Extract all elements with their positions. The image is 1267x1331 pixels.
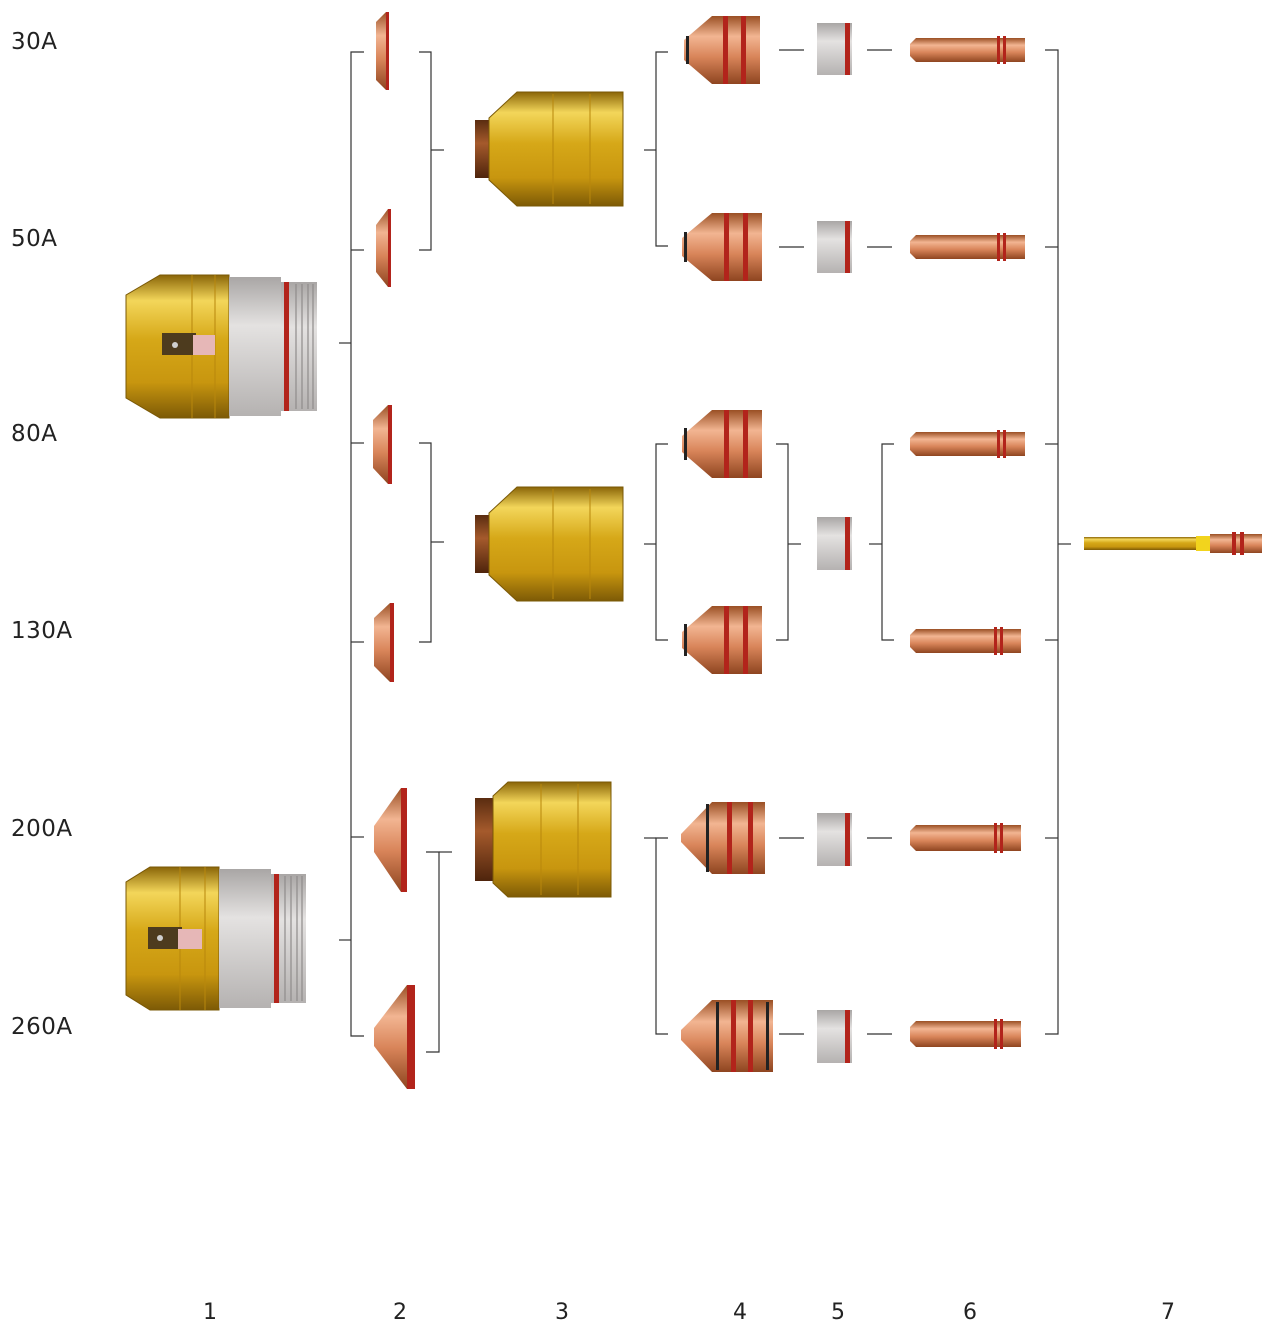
column-label-2: 2 — [393, 1300, 407, 1325]
amperage-label-260a: 260A — [11, 1014, 73, 1040]
swirl-ring-200a — [817, 813, 852, 866]
shield-260a — [374, 985, 415, 1089]
water-tube — [1084, 532, 1262, 555]
electrode-130a — [910, 627, 1021, 655]
swirl-ring-260a — [817, 1010, 852, 1063]
swirl-ring-80a-130a — [817, 517, 852, 570]
shield-50a — [376, 209, 391, 287]
nozzle-130a — [682, 606, 762, 674]
column-label-6: 6 — [963, 1300, 977, 1325]
nozzle-80a — [682, 410, 762, 478]
electrode-30a — [910, 36, 1025, 64]
inner-retaining-cap-lower — [475, 781, 612, 898]
nozzle-200a — [681, 802, 765, 874]
column-label-7: 7 — [1161, 1300, 1175, 1325]
amperage-label-130a: 130A — [11, 618, 73, 644]
inner-retaining-cap-upper — [475, 91, 624, 207]
shield-30a — [376, 12, 389, 90]
amperage-label-50a: 50A — [11, 226, 58, 252]
electrode-200a — [910, 823, 1021, 853]
column-label-4: 4 — [733, 1300, 747, 1325]
nozzle-30a — [684, 16, 760, 84]
amperage-label-30a: 30A — [11, 29, 58, 55]
shield-80a — [373, 405, 392, 484]
column-label-3: 3 — [555, 1300, 569, 1325]
shield-130a — [374, 603, 394, 682]
inner-retaining-cap-middle — [475, 486, 624, 602]
swirl-ring-30a — [817, 23, 852, 75]
swirl-ring-50a — [817, 221, 852, 273]
connector-lines — [339, 49, 1071, 1053]
amperage-label-80a: 80A — [11, 421, 58, 447]
nozzle-50a — [682, 213, 762, 281]
shield-200a — [374, 788, 407, 892]
retaining-cap-lower — [125, 866, 306, 1011]
amperage-label-200a: 200A — [11, 816, 73, 842]
column-label-1: 1 — [203, 1300, 217, 1325]
electrode-80a — [910, 430, 1025, 458]
column-label-5: 5 — [831, 1300, 845, 1325]
retaining-cap-upper — [125, 274, 317, 419]
electrode-50a — [910, 233, 1025, 261]
electrode-260a — [910, 1019, 1021, 1049]
nozzle-260a — [681, 1000, 773, 1072]
